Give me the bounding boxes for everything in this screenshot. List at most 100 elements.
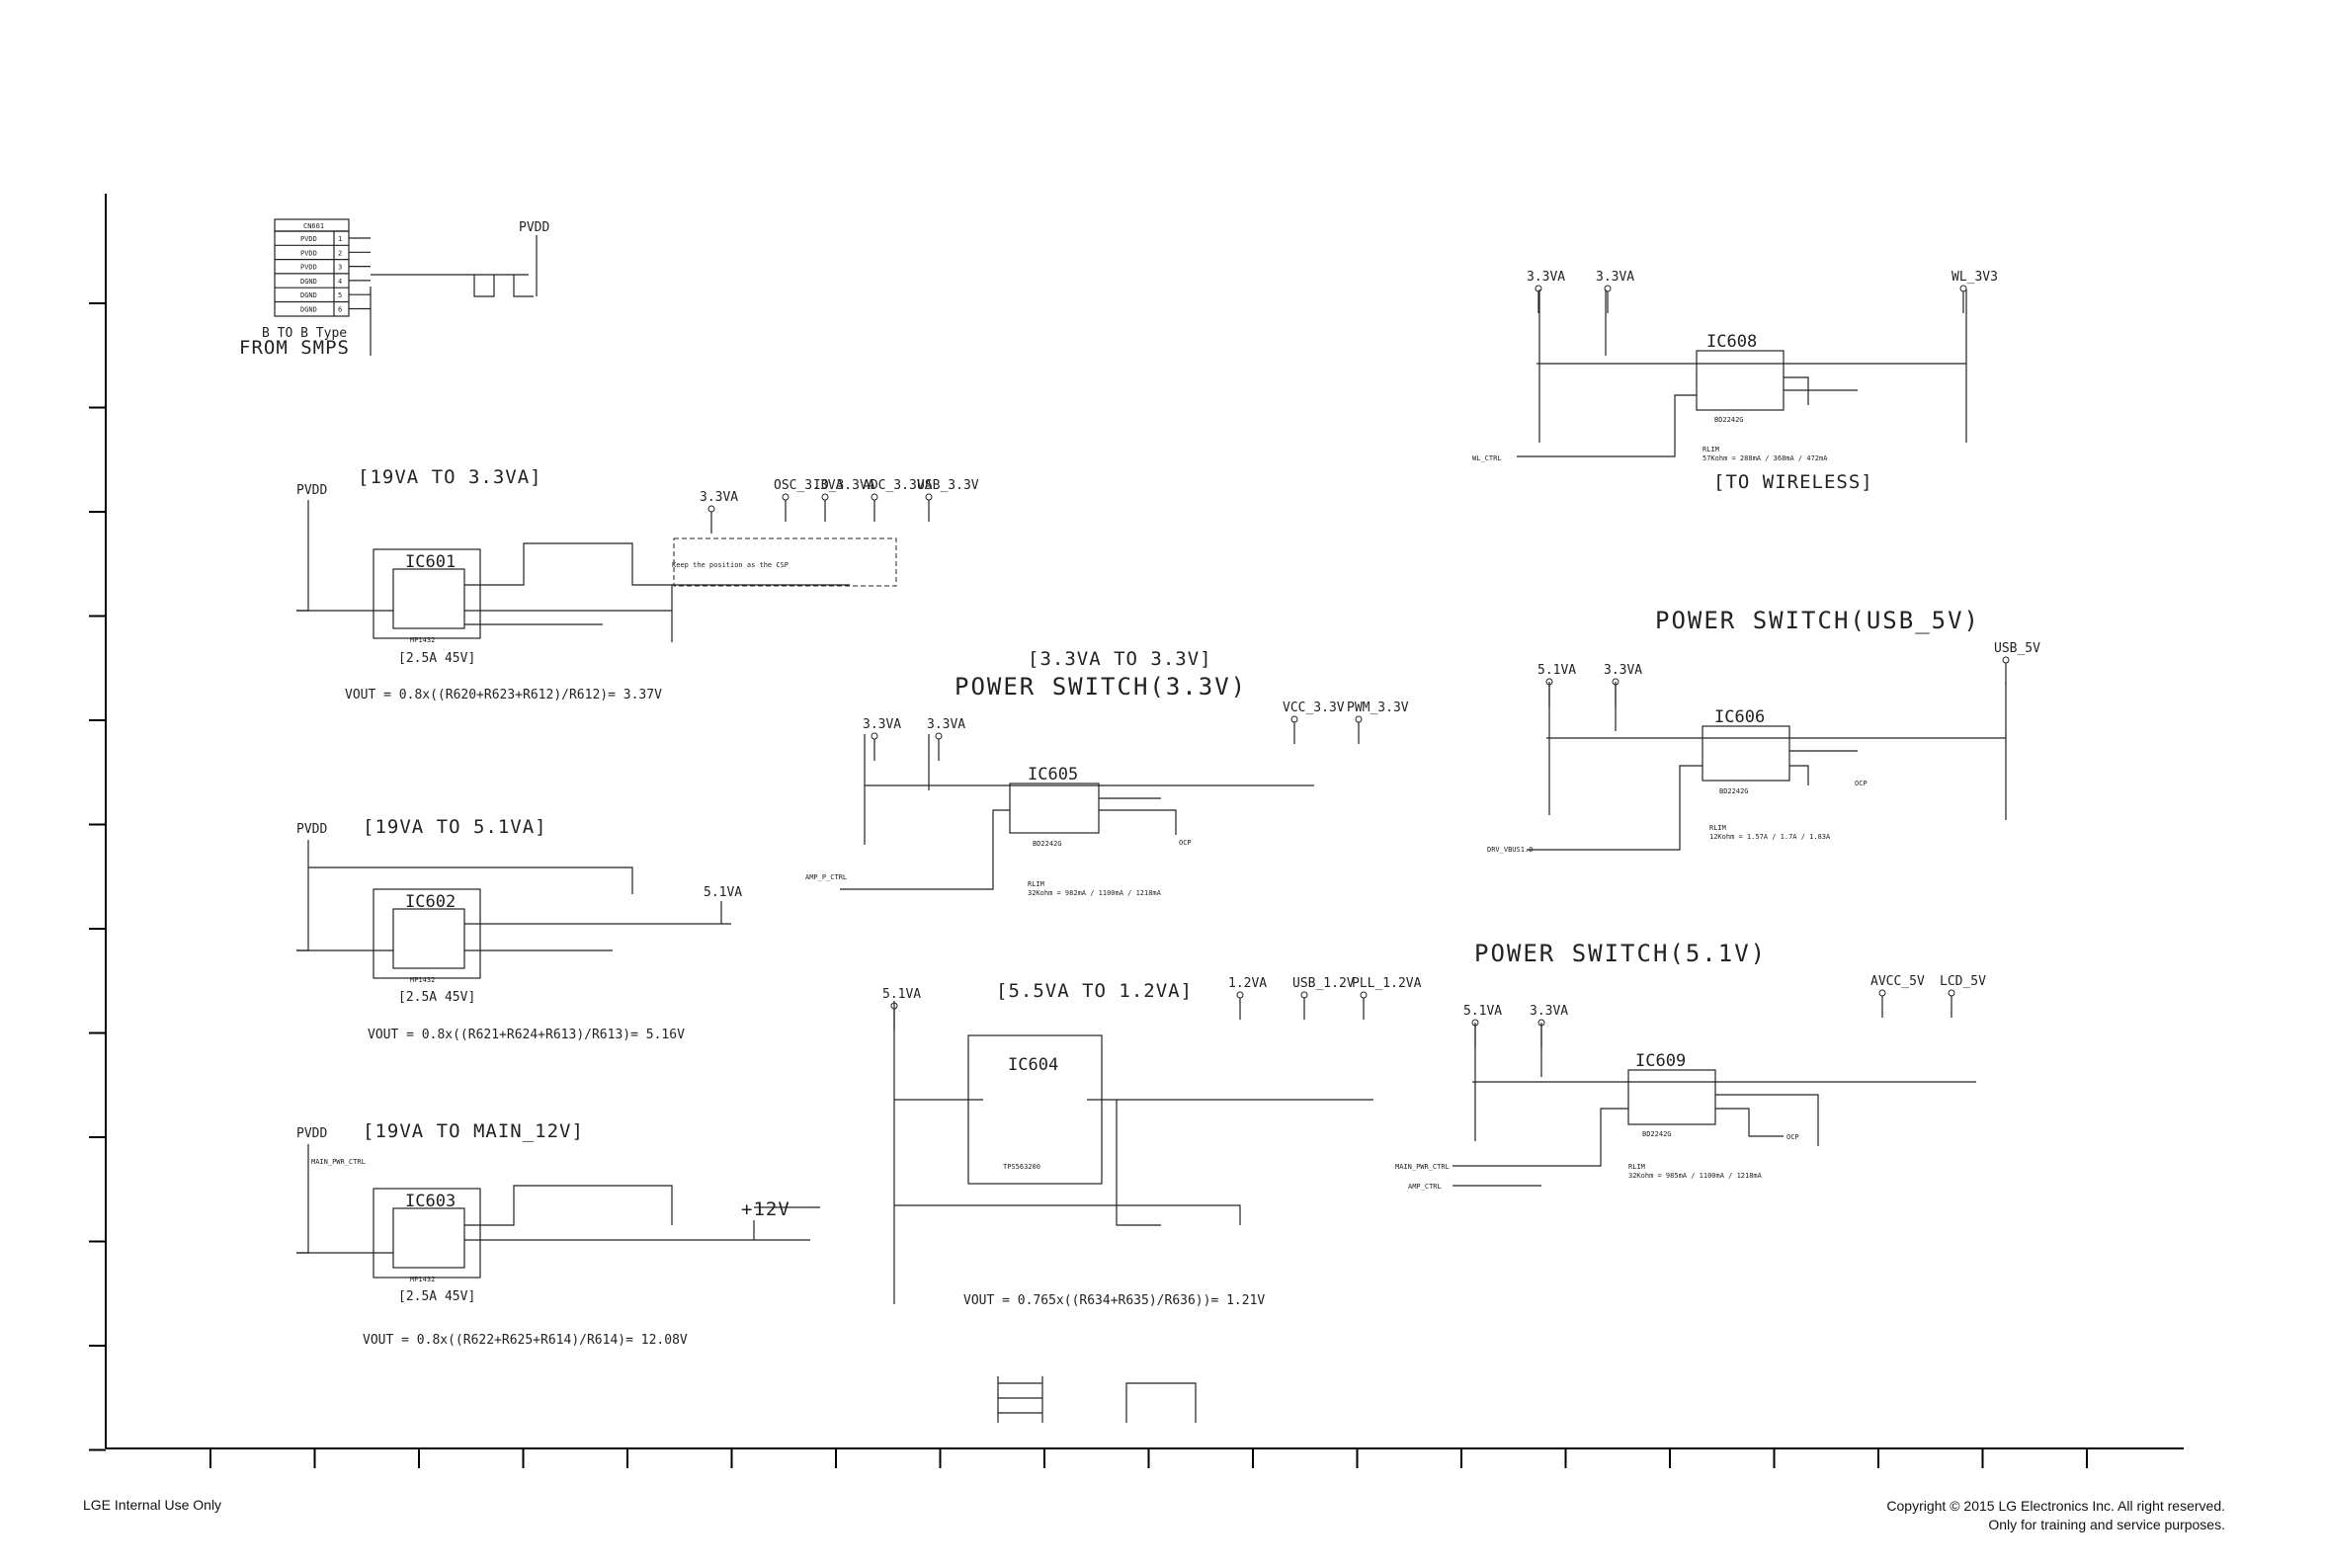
svg-text:DRV_VBUS1.0: DRV_VBUS1.0 — [1487, 846, 1533, 854]
section-heading: POWER SWITCH(5.1V) — [1474, 940, 1767, 967]
svg-text:OCP: OCP — [1786, 1133, 1799, 1141]
connector-type: B TO B Type — [262, 326, 347, 341]
svg-text:WL_CTRL: WL_CTRL — [1472, 454, 1502, 462]
svg-text:MAIN_PWR_CTRL: MAIN_PWR_CTRL — [311, 1158, 366, 1166]
section-subtitle: [TO WIRELESS] — [1713, 471, 1873, 493]
connector-ref: CN601 — [303, 222, 324, 230]
ic601-label: IC601 — [405, 552, 456, 572]
connector-pin-label: PVDD — [300, 235, 317, 243]
vout-formula: VOUT = 0.8x((R621+R624+R613)/R613)= 5.16… — [368, 1028, 685, 1042]
section-heading: POWER SWITCH(USB_5V) — [1655, 607, 1980, 634]
ic605-label: IC605 — [1028, 765, 1078, 784]
ic608-label: IC608 — [1706, 332, 1757, 352]
svg-text:MP1432: MP1432 — [410, 976, 435, 984]
ic603-label: IC603 — [405, 1192, 456, 1211]
svg-text:[2.5A 45V]: [2.5A 45V] — [398, 651, 475, 666]
section-title: [19VA TO 3.3VA] — [358, 466, 542, 488]
connector-pin-label: DGND — [300, 278, 317, 286]
connector-from: FROM SMPS — [239, 337, 350, 359]
section-power-switch-usb5v: POWER SWITCH(USB_5V) IC606 BD2242G DRV_V… — [1487, 607, 2040, 854]
net-flag: 3.3VA — [1527, 270, 1565, 285]
vout-formula: VOUT = 0.765x((R634+R635)/R636))= 1.21V — [963, 1293, 1265, 1308]
svg-text:OCP: OCP — [1179, 839, 1192, 847]
svg-text:BD2242G: BD2242G — [1642, 1130, 1672, 1138]
svg-text:MP1432: MP1432 — [410, 1276, 435, 1283]
ic609-label: IC609 — [1635, 1051, 1686, 1071]
connector-pin-label: DGND — [300, 306, 317, 314]
section-5v5-to-1v2: [5.5VA TO 1.2VA] IC604 TPS563200 VOUT = … — [882, 976, 1422, 1308]
ic602-label: IC602 — [405, 892, 456, 912]
svg-text:RLIM: RLIM — [1628, 1163, 1645, 1171]
out-net: 5.1VA — [704, 885, 742, 900]
net-flag: OSC_3.3VA — [774, 478, 844, 493]
svg-text:OCP: OCP — [1855, 780, 1868, 787]
section-power-switch-5v1: POWER SWITCH(5.1V) IC609 BD2242G MAIN_PW… — [1395, 940, 1986, 1191]
connector-pin-number: 2 — [338, 249, 342, 257]
connector-pin-number: 1 — [338, 235, 342, 243]
svg-text:AMP_P_CTRL: AMP_P_CTRL — [805, 873, 847, 881]
svg-text:RLIM: RLIM — [1709, 824, 1726, 832]
net-flag: 5.1VA — [882, 987, 921, 1002]
vout-formula: VOUT = 0.8x((R622+R625+R614)/R614)= 12.0… — [363, 1333, 688, 1348]
svg-text:RLIM: RLIM — [1702, 446, 1719, 454]
section-heading: POWER SWITCH(3.3V) — [955, 673, 1247, 701]
section-note: Keep the position as the CSP — [672, 561, 789, 569]
net-flag: 5.1VA — [1463, 1004, 1502, 1019]
svg-text:12Kohm = 1.57A / 1.7A / 1.83A: 12Kohm = 1.57A / 1.7A / 1.83A — [1709, 833, 1831, 841]
net-flag: WL_3V3 — [1951, 270, 1998, 285]
svg-text:PVDD: PVDD — [519, 220, 549, 235]
net-flag: PLL_1.2VA — [1352, 976, 1422, 991]
section-to-wireless: IC608 BD2242G WL_CTRL RLIM 57Kohm = 288m… — [1472, 270, 1998, 493]
svg-text:MAIN_PWR_CTRL: MAIN_PWR_CTRL — [1395, 1163, 1450, 1171]
svg-text:32Kohm = 985mA / 1100mA / 1218: 32Kohm = 985mA / 1100mA / 1218mA — [1628, 1172, 1763, 1180]
svg-text:57Kohm = 288mA / 368mA / 472mA: 57Kohm = 288mA / 368mA / 472mA — [1702, 454, 1828, 462]
svg-text:BD2242G: BD2242G — [1714, 416, 1744, 424]
svg-text:BD2242G: BD2242G — [1719, 787, 1749, 795]
connector-pin-number: 5 — [338, 291, 342, 299]
connector-pin-label: PVDD — [300, 264, 317, 272]
svg-text:TPS563200: TPS563200 — [1003, 1163, 1040, 1171]
section-title: [5.5VA TO 1.2VA] — [996, 980, 1193, 1002]
svg-text:RLIM: RLIM — [1028, 880, 1044, 888]
out-net: +12V — [741, 1198, 790, 1220]
net-flag: 3.3VA — [863, 717, 901, 732]
section-19va-to-12v: [19VA TO MAIN_12V] PVDD MAIN_PWR_CTRL IC… — [296, 1120, 820, 1348]
ic604-label: IC604 — [1008, 1055, 1058, 1075]
net-flag: AVCC_5V — [1870, 974, 1925, 989]
training-line: Only for training and service purposes. — [1988, 1517, 2225, 1532]
footer-internal-use: LGE Internal Use Only — [83, 1497, 222, 1513]
net-flag: 1.2VA — [1228, 976, 1267, 991]
svg-text:[2.5A 45V]: [2.5A 45V] — [398, 990, 475, 1005]
svg-text:MP1432: MP1432 — [410, 636, 435, 644]
svg-text:PVDD: PVDD — [296, 1126, 327, 1141]
net-flag: 3.3VA — [1596, 270, 1634, 285]
net-flag: IO_3.3VA — [813, 478, 875, 493]
svg-text:PVDD: PVDD — [296, 483, 327, 498]
net-flag: ADC_3.3VA — [863, 478, 933, 493]
net-flag: USB_1.2V — [1292, 976, 1355, 991]
svg-text:BD2242G: BD2242G — [1033, 840, 1062, 848]
section-power-switch-3v3: [3.3VA TO 3.3V] POWER SWITCH(3.3V) IC605… — [805, 648, 1409, 897]
net-flag: 3.3VA — [1530, 1004, 1568, 1019]
section-title: [19VA TO 5.1VA] — [363, 816, 547, 838]
sheet-frame — [89, 194, 2184, 1468]
section-title: [19VA TO MAIN_12V] — [363, 1120, 584, 1142]
connector-pin-number: 4 — [338, 278, 342, 286]
net-flag: VCC_3.3V — [1283, 701, 1345, 715]
svg-text:AMP_CTRL: AMP_CTRL — [1408, 1183, 1442, 1191]
net-flag: 3.3VA — [927, 717, 965, 732]
net-flag: 3.3VA — [1604, 663, 1642, 678]
net-flag: PWM_3.3V — [1347, 701, 1409, 715]
net-flag: 5.1VA — [1537, 663, 1576, 678]
copyright-line: Copyright © 2015 LG Electronics Inc. All… — [1886, 1498, 2225, 1514]
svg-text:32Kohm = 982mA / 1100mA / 1218: 32Kohm = 982mA / 1100mA / 1218mA — [1028, 889, 1162, 897]
net-flag: 3.3VA — [700, 490, 738, 505]
section-title: [3.3VA TO 3.3V] — [1028, 648, 1212, 670]
svg-text:[2.5A 45V]: [2.5A 45V] — [398, 1289, 475, 1304]
connector-pin-label: DGND — [300, 291, 317, 299]
connector-pin-number: 3 — [338, 264, 342, 272]
net-flag: LCD_5V — [1940, 974, 1986, 989]
net-flag: USB_5V — [1994, 641, 2040, 656]
